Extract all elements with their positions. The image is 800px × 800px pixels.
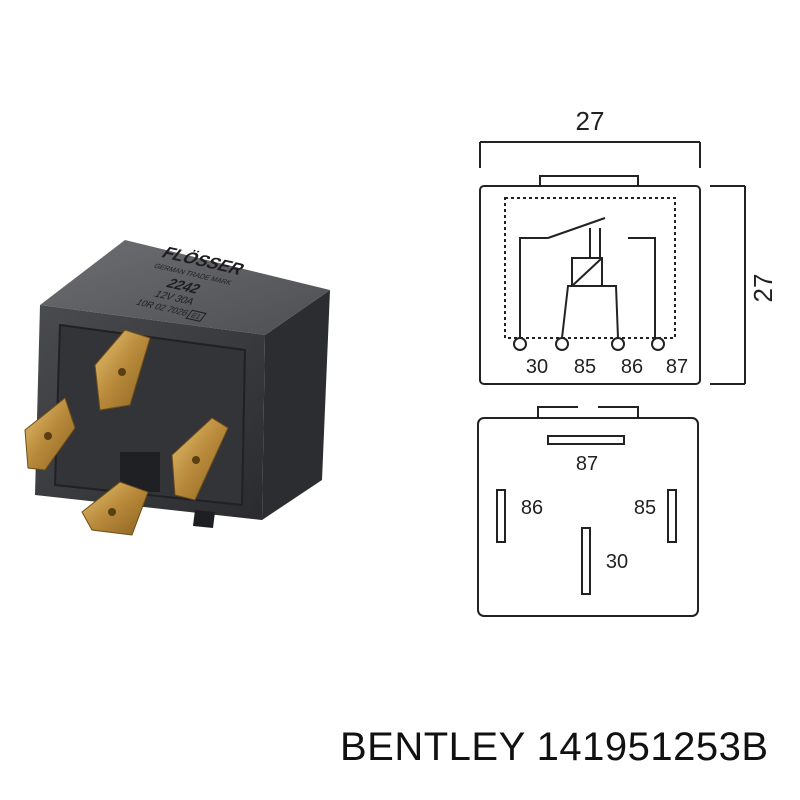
side-view-label-30: 30 — [526, 356, 548, 378]
bottom-view-pin-85 — [667, 489, 677, 543]
side-view-label-86: 86 — [621, 356, 643, 378]
bottom-view-outline — [477, 417, 699, 617]
side-view-label-85: 85 — [574, 356, 596, 378]
relay-approval-badge: E1 — [189, 311, 203, 320]
side-view-pin-86 — [611, 337, 625, 351]
side-view-label-87: 87 — [666, 356, 688, 378]
relay-terminal-bottom-hole — [108, 508, 116, 516]
relay-terminal-bottom — [81, 481, 149, 536]
relay-part-number: 2242 — [163, 277, 204, 297]
side-view-pin-87 — [651, 337, 665, 351]
bottom-view-pin-87 — [547, 435, 625, 445]
side-view-dotted-border — [504, 197, 676, 339]
relay-terminal-left-hole — [44, 432, 52, 440]
technical-drawing: 27 27 30 85 86 — [477, 106, 778, 617]
side-view-pin-85 — [555, 337, 569, 351]
bottom-view-label-85: 85 — [634, 497, 656, 519]
relay-terminal-right-hole — [192, 456, 200, 464]
width-dimension-label: 27 — [576, 106, 605, 136]
side-view-coil-leads — [561, 285, 619, 339]
side-view-switch-path — [519, 217, 606, 338]
relay-approval-badge-box — [185, 309, 207, 322]
relay-side-face — [262, 290, 330, 520]
relay-top-face — [40, 240, 330, 335]
bottom-view-label-30: 30 — [606, 551, 628, 573]
bottom-view-top-tab — [537, 406, 639, 419]
relay-terminal-top-hole — [118, 368, 126, 376]
relay-terminal-right — [171, 417, 229, 501]
width-dimension: 27 — [479, 106, 701, 168]
bottom-view-label-87: 87 — [576, 453, 598, 475]
side-view-top-tab — [539, 175, 639, 187]
bottom-view-pin-30 — [581, 527, 591, 595]
height-dimension: 27 — [710, 185, 778, 385]
side-view: 30 85 86 87 — [479, 175, 701, 385]
bottom-view-pin-86 — [496, 489, 506, 543]
relay-photo: FLÖSSER GERMAN TRADE MARK 2242 12V 30A 1… — [24, 240, 330, 536]
relay-base-foot — [193, 510, 215, 528]
height-dimension-label: 27 — [748, 274, 778, 303]
side-view-contact-right — [628, 237, 656, 338]
product-caption: BENTLEY 141951253B — [340, 725, 769, 769]
bottom-view-label-86: 86 — [521, 497, 543, 519]
bottom-view: 87 86 85 30 — [477, 405, 699, 617]
side-view-pin-30 — [513, 337, 527, 351]
